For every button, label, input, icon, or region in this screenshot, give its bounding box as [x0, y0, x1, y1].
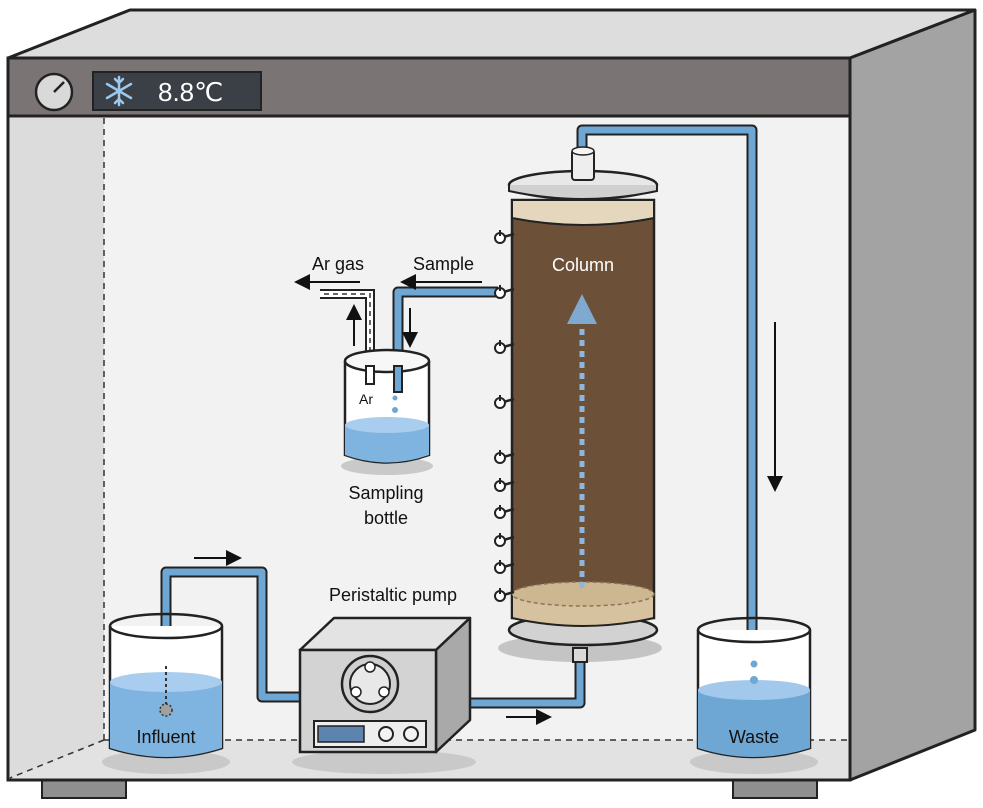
sampling-port-valve-icon[interactable]: [494, 505, 515, 519]
influent-beaker: [102, 612, 230, 774]
sampling-port-valve-icon[interactable]: [494, 588, 515, 602]
peristaltic-pump: [292, 616, 476, 774]
sampling-ports: [494, 230, 515, 602]
pump-label: Peristaltic pump: [329, 585, 457, 605]
sampling-port-valve-icon[interactable]: [494, 230, 515, 244]
sampling-bottle: [341, 348, 433, 475]
waste-liquid: [698, 690, 810, 757]
influent-label: Influent: [136, 727, 195, 747]
pump-screen: [317, 725, 365, 743]
sample-label: Sample: [413, 254, 474, 274]
ar-label: Ar: [359, 391, 373, 407]
labels: Ar gas Sample Column Ar Sampling bottle …: [136, 254, 779, 747]
sampling-port-valve-icon[interactable]: [494, 533, 515, 547]
pump-rotor-icon: [340, 654, 400, 714]
sampling-bottle-label-1: Sampling: [348, 483, 423, 503]
waste-label: Waste: [729, 727, 779, 747]
temperature-display: [92, 71, 262, 111]
sampling-port-valve-icon[interactable]: [494, 450, 515, 464]
influent-tubing: [160, 566, 586, 709]
flow-arrows: [194, 274, 783, 725]
temperature-readout: 8.8℃: [158, 77, 223, 107]
thermostat-dial-icon[interactable]: [34, 72, 74, 112]
effluent-tubing: [576, 124, 758, 632]
sampling-port-valve-icon[interactable]: [494, 395, 515, 409]
pump-knob-2[interactable]: [403, 726, 419, 742]
pump-knob-1[interactable]: [378, 726, 394, 742]
sampling-port-valve-icon[interactable]: [494, 340, 515, 354]
waste-beaker: [690, 616, 818, 774]
soil-column: [498, 146, 662, 663]
sampling-port-valve-icon[interactable]: [494, 478, 515, 492]
sampling-bottle-label-2: bottle: [364, 508, 408, 528]
snowflake-icon: [105, 75, 133, 107]
sampling-port-valve-icon[interactable]: [494, 560, 515, 574]
influent-liquid: [110, 682, 222, 757]
column-label: Column: [552, 255, 614, 275]
sampling-bottle-liquid: [345, 425, 429, 463]
ar-gas-label: Ar gas: [312, 254, 364, 274]
sample-tubing: [392, 286, 498, 366]
sampling-port-valve-icon[interactable]: [494, 285, 515, 299]
ar-gas-vent-tube: [320, 289, 375, 370]
control-panel: 8.8℃: [6, 56, 852, 118]
